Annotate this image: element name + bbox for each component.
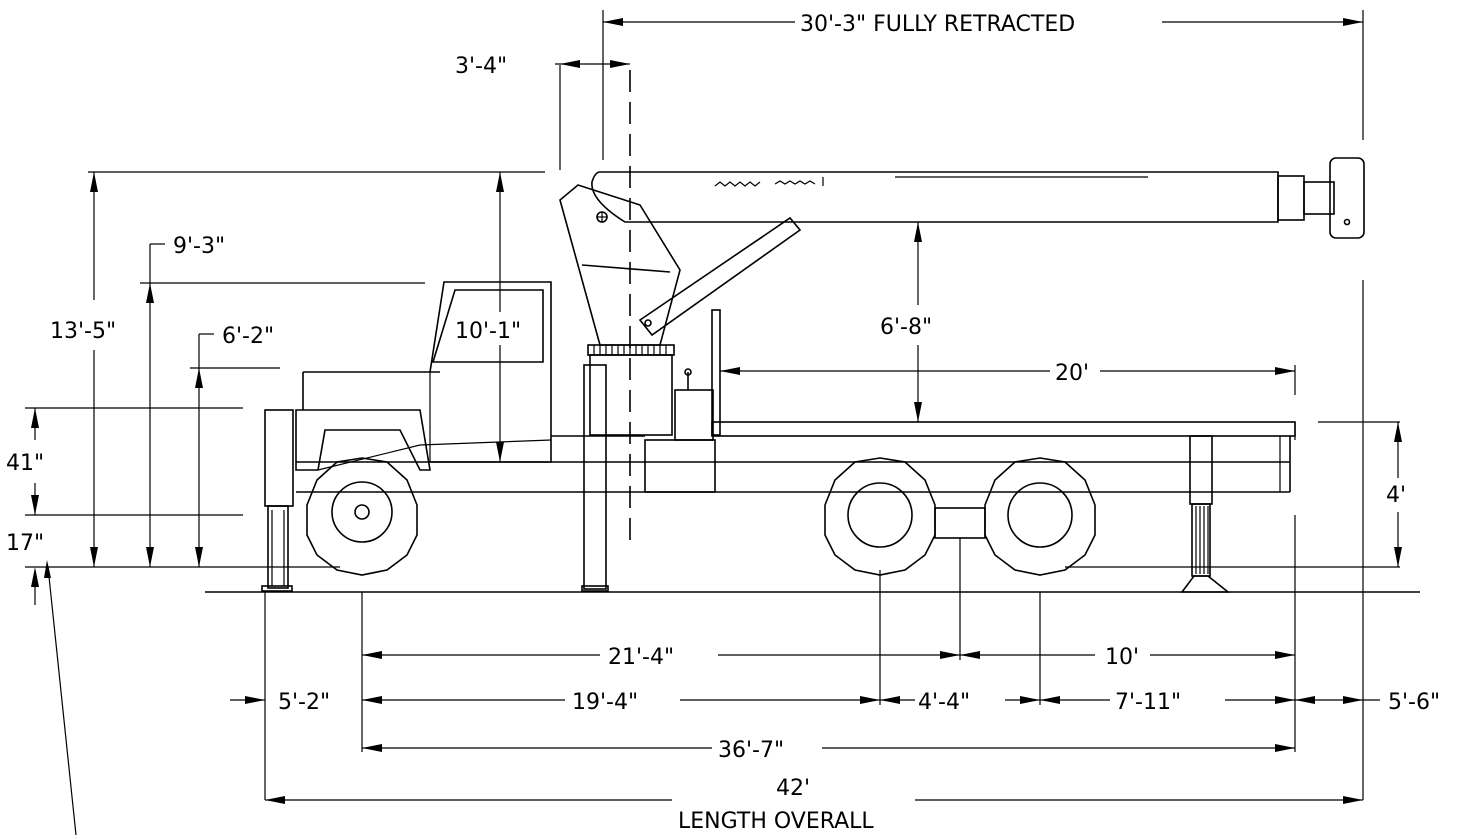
lift-cylinder (638, 216, 802, 337)
mid-outrigger (583, 364, 607, 590)
flat-bed (711, 421, 1296, 437)
dim-hood-height: 6'-2" (222, 324, 274, 349)
dim-front-to-mid-tandem: 21'-4" (608, 645, 674, 670)
boom-kingpost (559, 184, 681, 346)
dim-overall-length-label: LENGTH OVERALL (678, 809, 874, 834)
dim-bed-height: 4' (1386, 483, 1406, 508)
dim-wheelbase-front: 19'-4" (572, 690, 638, 715)
dim-boom-offset: 3'-4" (455, 54, 507, 79)
cab (429, 281, 552, 463)
rear-outrigger (1189, 435, 1213, 505)
dim-rear-overhang: 5'-6" (1388, 690, 1440, 715)
dim-rear-axle-to-end: 7'-11" (1115, 690, 1181, 715)
dim-boom-retracted: 30'-3" FULLY RETRACTED (800, 12, 1075, 37)
dim-bed-length: 20' (1055, 361, 1089, 386)
boom (591, 171, 1279, 223)
dim-frame-length: 36'-7" (718, 738, 784, 763)
cab-window (431, 289, 544, 363)
dim-front-overhang: 5'-2" (278, 690, 330, 715)
dim-bumper-height: 41" (6, 451, 44, 476)
crane (559, 157, 1365, 346)
front-outrigger (267, 505, 289, 589)
pedestal (589, 354, 673, 436)
front-bumper (264, 409, 294, 507)
hood (295, 372, 431, 471)
dim-boom-height: 10'-1" (455, 319, 521, 344)
dim-mid-tandem-to-end: 10' (1105, 645, 1139, 670)
dim-cab-height: 9'-3" (173, 234, 225, 259)
dim-overall-height: 13'-5" (50, 319, 116, 344)
dim-overall-length: 42' (776, 776, 810, 801)
truck-body (261, 281, 1296, 593)
dim-ground-clearance: 17" (6, 531, 44, 556)
front-wheel (306, 457, 418, 576)
boom-tip-sheave (1329, 157, 1365, 239)
rear-tandem-wheel (984, 457, 1096, 576)
dim-tandem-spacing: 4'-4" (918, 690, 970, 715)
dim-boom-to-bed: 6'-8" (880, 315, 932, 340)
mid-tandem-wheel (824, 457, 936, 576)
